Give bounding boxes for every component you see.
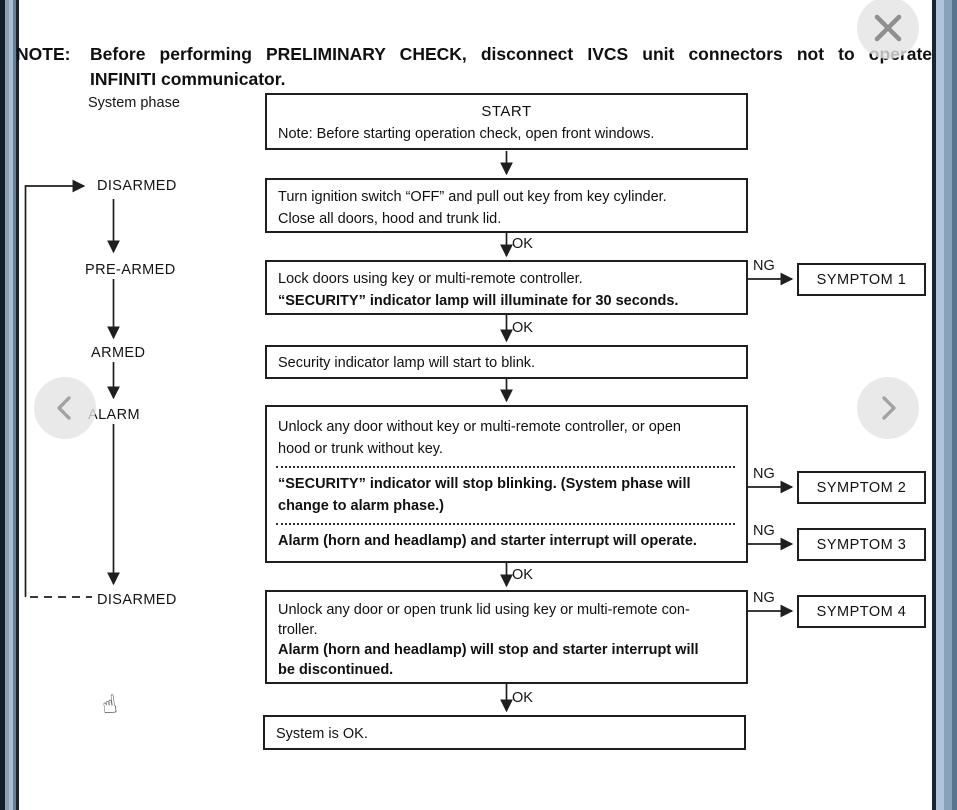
- step1-line2: Close all doors, hood and trunk lid.: [278, 211, 502, 227]
- ok-label-2: OK: [512, 320, 533, 336]
- step4-bold1a: “SECURITY” indicator will stop blinking.…: [278, 476, 691, 492]
- phase-label-disarmed-2: DISARMED: [97, 592, 177, 608]
- flow-box-lock-doors: Lock doors using key or multi-remote con…: [265, 260, 748, 315]
- note-line1: Before performing PRELIMINARY CHECK, dis…: [90, 44, 932, 64]
- dotted-divider: [276, 466, 735, 468]
- close-button[interactable]: [857, 0, 919, 59]
- ok-label-4: OK: [512, 690, 533, 706]
- ng-label-4: NG: [753, 590, 775, 606]
- phase-label-alarm: ALARM: [88, 407, 140, 423]
- ok-label-1: OK: [512, 236, 533, 252]
- note-label: NOTE:: [16, 44, 71, 64]
- end-line1: System is OK.: [276, 726, 368, 742]
- symptom-3-label: SYMPTOM 3: [816, 536, 907, 553]
- step4-bold2: Alarm (horn and headlamp) and starter in…: [278, 533, 697, 549]
- ng-label-1: NG: [753, 258, 775, 274]
- step5-line2: troller.: [278, 622, 318, 638]
- hand-pointer-cursor: ☝: [100, 689, 120, 720]
- step4-bold1b: change to alarm phase.): [278, 498, 444, 514]
- chevron-right-icon: [882, 396, 896, 420]
- step4-line2: hood or trunk without key.: [278, 441, 443, 457]
- ok-label-3: OK: [512, 567, 533, 583]
- prev-page-button[interactable]: [34, 377, 96, 439]
- page-edge-right: [932, 0, 957, 810]
- symptom-1-box: SYMPTOM 1: [797, 263, 926, 296]
- symptom-1-label: SYMPTOM 1: [816, 271, 907, 288]
- next-page-button[interactable]: [857, 377, 919, 439]
- flow-box-system-ok: System is OK.: [263, 715, 746, 750]
- step1-line1: Turn ignition switch “OFF” and pull out …: [278, 189, 667, 205]
- start-note: Note: Before starting operation check, o…: [278, 126, 655, 142]
- flow-box-indicator-blink: Security indicator lamp will start to bl…: [265, 345, 748, 379]
- flow-box-start: START Note: Before starting operation ch…: [265, 93, 748, 150]
- close-icon: [874, 14, 902, 42]
- flow-box-ignition-off: Turn ignition switch “OFF” and pull out …: [265, 178, 748, 233]
- phase-label-pre-armed: PRE-ARMED: [85, 262, 176, 278]
- flow-box-alarm-phase: Unlock any door without key or multi-rem…: [265, 405, 748, 563]
- ng-label-2: NG: [753, 466, 775, 482]
- dotted-divider: [276, 523, 735, 525]
- ng-label-3: NG: [753, 523, 775, 539]
- note-line2: INFINITI communicator.: [90, 69, 286, 89]
- symptom-2-label: SYMPTOM 2: [816, 479, 907, 496]
- page-edge-left: [0, 0, 20, 810]
- step3-line1: Security indicator lamp will start to bl…: [278, 355, 536, 371]
- symptom-4-label: SYMPTOM 4: [816, 603, 907, 620]
- phase-label-armed: ARMED: [91, 345, 146, 361]
- step5-bold2: be discontinued.: [278, 662, 394, 678]
- symptom-3-box: SYMPTOM 3: [797, 528, 926, 561]
- step2-line1: Lock doors using key or multi-remote con…: [278, 271, 583, 287]
- symptom-4-box: SYMPTOM 4: [797, 595, 926, 628]
- system-phase-heading: System phase: [88, 95, 180, 111]
- phase-label-disarmed: DISARMED: [97, 178, 177, 194]
- step5-bold1: Alarm (horn and headlamp) will stop and …: [278, 642, 699, 658]
- step4-line1: Unlock any door without key or multi-rem…: [278, 419, 681, 435]
- step5-line1: Unlock any door or open trunk lid using …: [278, 602, 690, 618]
- start-title: START: [481, 103, 532, 120]
- flow-box-unlock-disarm: Unlock any door or open trunk lid using …: [265, 590, 748, 684]
- symptom-2-box: SYMPTOM 2: [797, 471, 926, 504]
- step2-bold1: “SECURITY” indicator lamp will illuminat…: [278, 293, 679, 309]
- note-header: NOTE: Before performing PRELIMINARY CHEC…: [16, 42, 932, 92]
- chevron-left-icon: [57, 396, 71, 420]
